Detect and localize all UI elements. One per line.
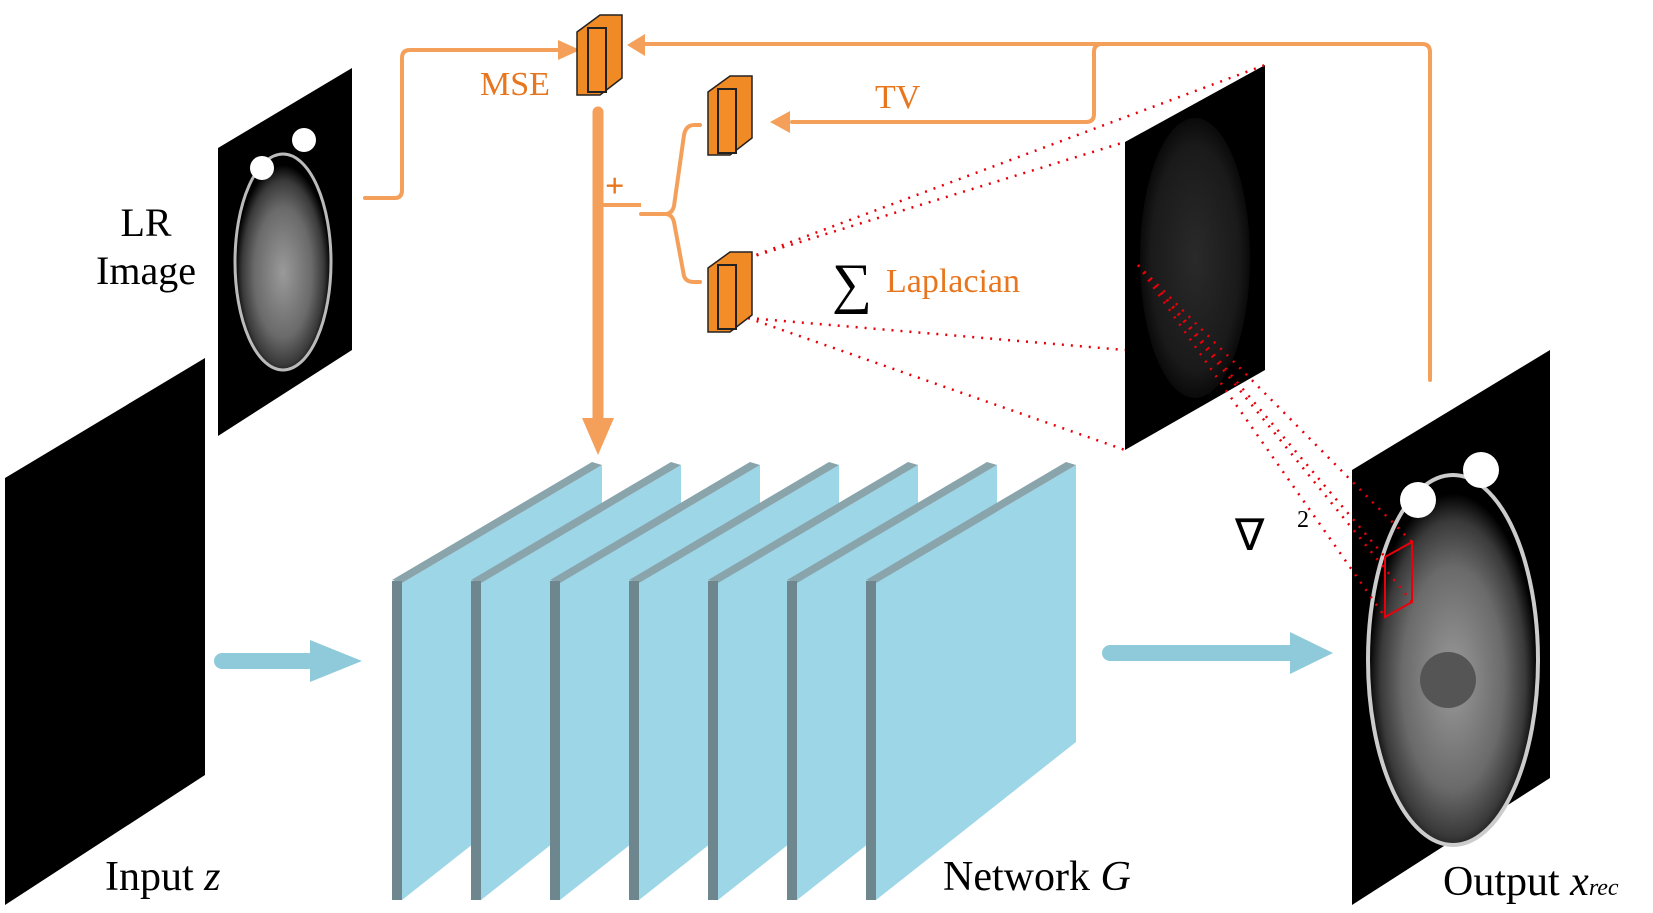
layer-side-edge: [392, 581, 402, 900]
loss-down-arrowhead: [582, 418, 614, 455]
lr-image-label-line2: Image: [96, 248, 196, 293]
nabla-exponent: 2: [1297, 507, 1309, 533]
mse-arrowhead-right: [627, 34, 645, 56]
network-label: Network G: [943, 854, 1131, 900]
network-layers: [392, 462, 1076, 900]
input-arrow: [214, 640, 362, 682]
layer-side-edge: [787, 581, 797, 900]
layer-top-edge: [550, 462, 760, 583]
mse-block: [576, 14, 623, 96]
tv-arrowhead: [770, 111, 790, 133]
layer-side-edge: [629, 581, 639, 900]
input-z-plane: [5, 358, 205, 905]
layer-top-edge: [708, 462, 918, 583]
layer-side-edge: [550, 581, 560, 900]
tv-label: TV: [875, 79, 921, 116]
plus-sign: +: [605, 168, 624, 205]
network-layer: [866, 462, 1076, 900]
input-label: Input z: [105, 854, 221, 900]
projection-lines: [747, 63, 1413, 618]
mse-arrowhead-left: [558, 40, 580, 60]
loss-wiring: [363, 42, 1432, 382]
mse-label: MSE: [480, 66, 550, 103]
output-arrow: [1102, 632, 1333, 674]
layer-top-edge: [787, 462, 997, 583]
laplacian-patch-box: [1384, 540, 1413, 619]
layer-top-edge: [392, 462, 602, 583]
layer-side-edge: [471, 581, 481, 900]
sum-symbol: ∑: [832, 253, 872, 315]
laplacian-label: Laplacian: [886, 263, 1020, 300]
layer-side-edge: [866, 581, 876, 900]
output-image: [1352, 350, 1550, 905]
tv-block: [707, 75, 753, 156]
laplacian-block: [707, 251, 753, 333]
layer-top-edge: [471, 462, 681, 583]
nabla-symbol: ∇: [1234, 511, 1265, 560]
layer-face: [876, 465, 1076, 900]
output-label: Output xrec: [1443, 859, 1619, 905]
layer-top-edge: [629, 462, 839, 583]
laplacian-image: [1125, 65, 1265, 450]
layer-top-edge: [866, 462, 1076, 583]
lr-image: [218, 68, 352, 436]
layer-side-edge: [708, 581, 718, 900]
lr-image-label-line1: LR: [120, 200, 171, 245]
